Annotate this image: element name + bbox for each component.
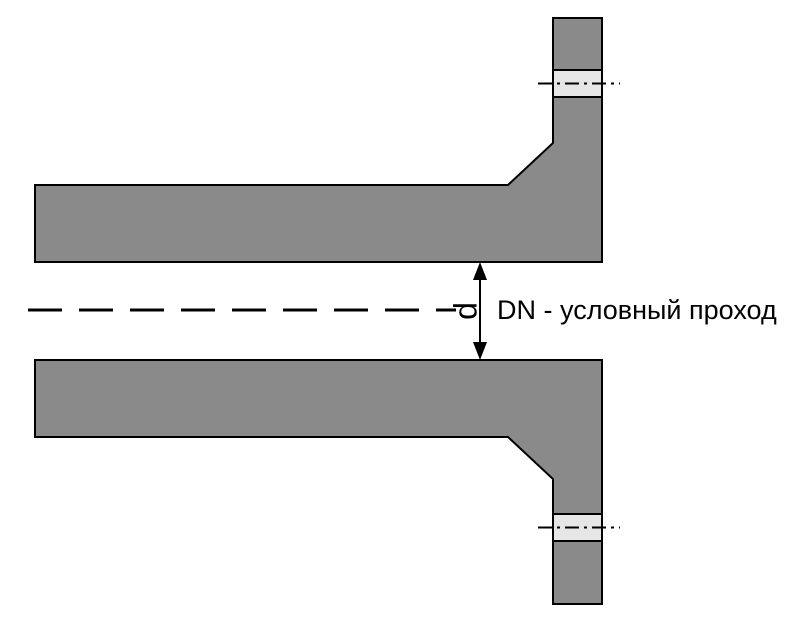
diameter-arrow-head-top [473, 262, 487, 280]
diameter-label: d [447, 302, 483, 320]
dn-label: DN - условный проход [497, 295, 777, 325]
diameter-arrow-head-bottom [473, 342, 487, 360]
pipe-wall-upper [34, 17, 603, 263]
diameter-arrow [473, 262, 487, 360]
